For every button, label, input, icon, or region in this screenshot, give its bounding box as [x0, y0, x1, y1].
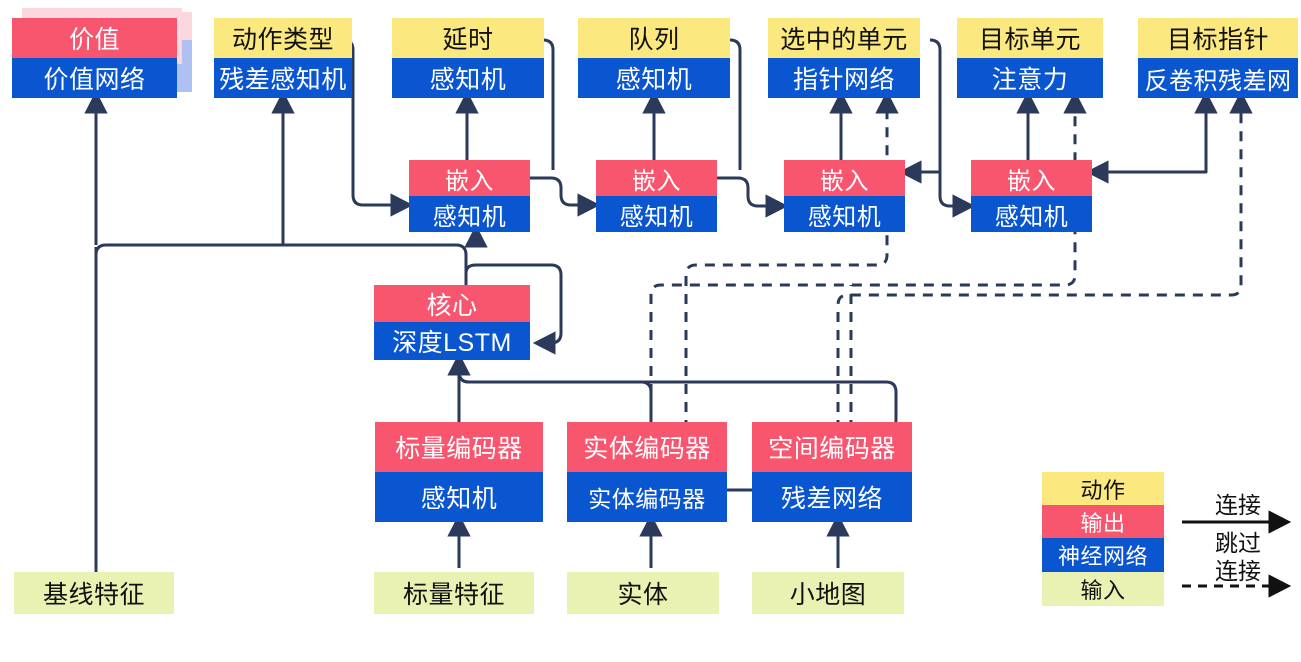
legend-color-key: 动作 输出 神经网络 输入 [1042, 472, 1164, 606]
node-target-point-bottom: 反卷积残差网 [1138, 58, 1298, 98]
legend-network: 神经网络 [1042, 538, 1164, 572]
node-action-type-top: 动作类型 [214, 18, 352, 58]
node-core-bottom: 深度LSTM [374, 322, 530, 360]
node-selected-units[interactable]: 选中的单元 指针网络 [768, 18, 920, 98]
node-target-point-top: 目标指针 [1138, 18, 1298, 58]
node-embed-2-top: 嵌入 [596, 160, 717, 196]
node-entity-encoder-top: 实体编码器 [567, 422, 727, 472]
node-value-top: 价值 [12, 18, 177, 58]
node-queue-bottom: 感知机 [578, 58, 730, 98]
node-delay-top: 延时 [392, 18, 544, 58]
node-embed-4[interactable]: 嵌入 感知机 [971, 160, 1092, 232]
node-embed-1-bottom: 感知机 [409, 196, 530, 232]
node-spatial-encoder-bottom: 残差网络 [752, 472, 912, 522]
node-target-unit-top: 目标单元 [957, 18, 1103, 58]
node-scalar-encoder-top: 标量编码器 [375, 422, 543, 472]
node-entity-encoder[interactable]: 实体编码器 实体编码器 [567, 422, 727, 522]
node-queue[interactable]: 队列 感知机 [578, 18, 730, 98]
node-value-bottom: 价值网络 [12, 58, 177, 98]
node-target-point[interactable]: 目标指针 反卷积残差网 [1138, 18, 1298, 98]
node-scalar-encoder[interactable]: 标量编码器 感知机 [375, 422, 543, 522]
legend-input: 输入 [1042, 572, 1164, 606]
node-value[interactable]: 价值 价值网络 [12, 18, 177, 98]
node-delay[interactable]: 延时 感知机 [392, 18, 544, 98]
node-embed-1[interactable]: 嵌入 感知机 [409, 160, 530, 232]
node-action-type-bottom: 残差感知机 [214, 58, 352, 98]
node-target-unit[interactable]: 目标单元 注意力 [957, 18, 1103, 98]
legend-connection-label: 连接 [1215, 492, 1261, 518]
node-core-top: 核心 [374, 285, 530, 322]
node-selected-units-bottom: 指针网络 [768, 58, 920, 98]
node-embed-4-bottom: 感知机 [971, 196, 1092, 232]
input-minimap[interactable]: 小地图 [752, 572, 904, 614]
node-action-type[interactable]: 动作类型 残差感知机 [214, 18, 352, 98]
node-selected-units-top: 选中的单元 [768, 18, 920, 58]
node-embed-2-bottom: 感知机 [596, 196, 717, 232]
node-core[interactable]: 核心 深度LSTM [374, 285, 530, 360]
node-embed-1-top: 嵌入 [409, 160, 530, 196]
legend-action: 动作 [1042, 472, 1164, 505]
node-target-unit-bottom: 注意力 [957, 58, 1103, 98]
node-scalar-encoder-bottom: 感知机 [375, 472, 543, 522]
node-embed-4-top: 嵌入 [971, 160, 1092, 196]
node-queue-top: 队列 [578, 18, 730, 58]
node-embed-3-bottom: 感知机 [784, 196, 905, 232]
node-spatial-encoder[interactable]: 空间编码器 残差网络 [752, 422, 912, 522]
legend-skip-label-line2: 连接 [1215, 558, 1261, 584]
node-embed-3[interactable]: 嵌入 感知机 [784, 160, 905, 232]
node-embed-3-top: 嵌入 [784, 160, 905, 196]
legend-skip-label-line1: 跳过 [1215, 530, 1261, 556]
input-entities[interactable]: 实体 [567, 572, 719, 614]
legend-output: 输出 [1042, 505, 1164, 538]
legend-arrow-samples [1182, 510, 1292, 598]
node-entity-encoder-bottom: 实体编码器 [567, 472, 727, 522]
input-scalar-features[interactable]: 标量特征 [374, 572, 534, 614]
node-delay-bottom: 感知机 [392, 58, 544, 98]
input-baseline-features[interactable]: 基线特征 [14, 572, 174, 614]
node-embed-2[interactable]: 嵌入 感知机 [596, 160, 717, 232]
node-spatial-encoder-top: 空间编码器 [752, 422, 912, 472]
